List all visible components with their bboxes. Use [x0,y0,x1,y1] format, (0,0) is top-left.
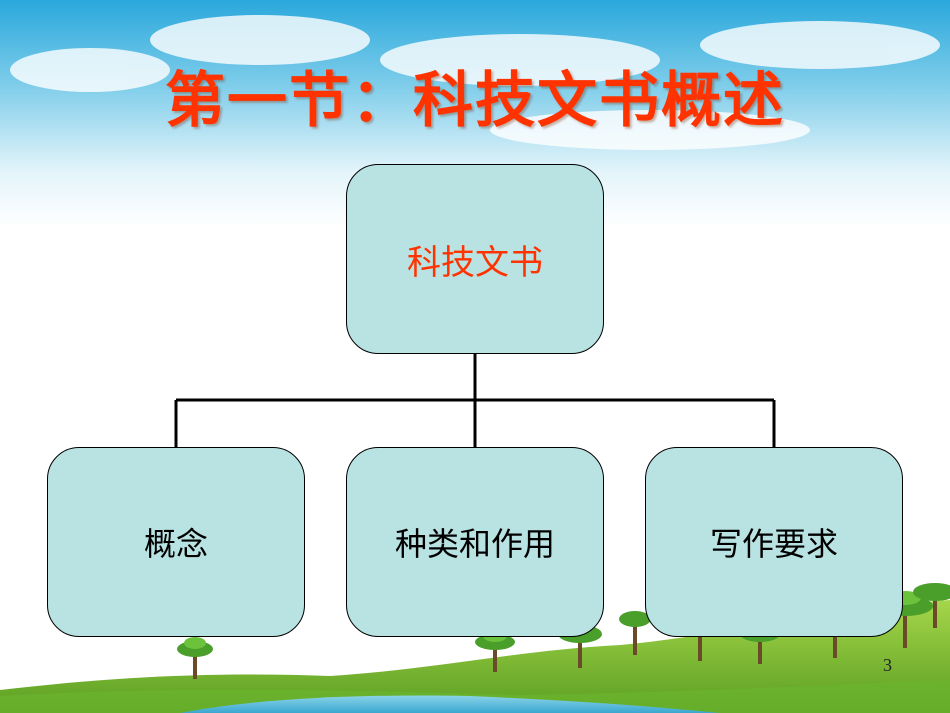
child-node-label: 概念 [143,525,208,563]
child-node-label: 写作要求 [709,525,838,563]
root-node: 科技文书 [346,164,604,354]
child-node-label: 种类和作用 [394,525,555,563]
child-node-concept: 概念 [47,447,305,637]
child-node-types: 种类和作用 [346,447,604,637]
root-node-label: 科技文书 [407,242,543,283]
page-number: 3 [883,655,892,675]
slide-title: 第一节：科技文书概述 [165,66,785,136]
child-node-requirements: 写作要求 [645,447,903,637]
